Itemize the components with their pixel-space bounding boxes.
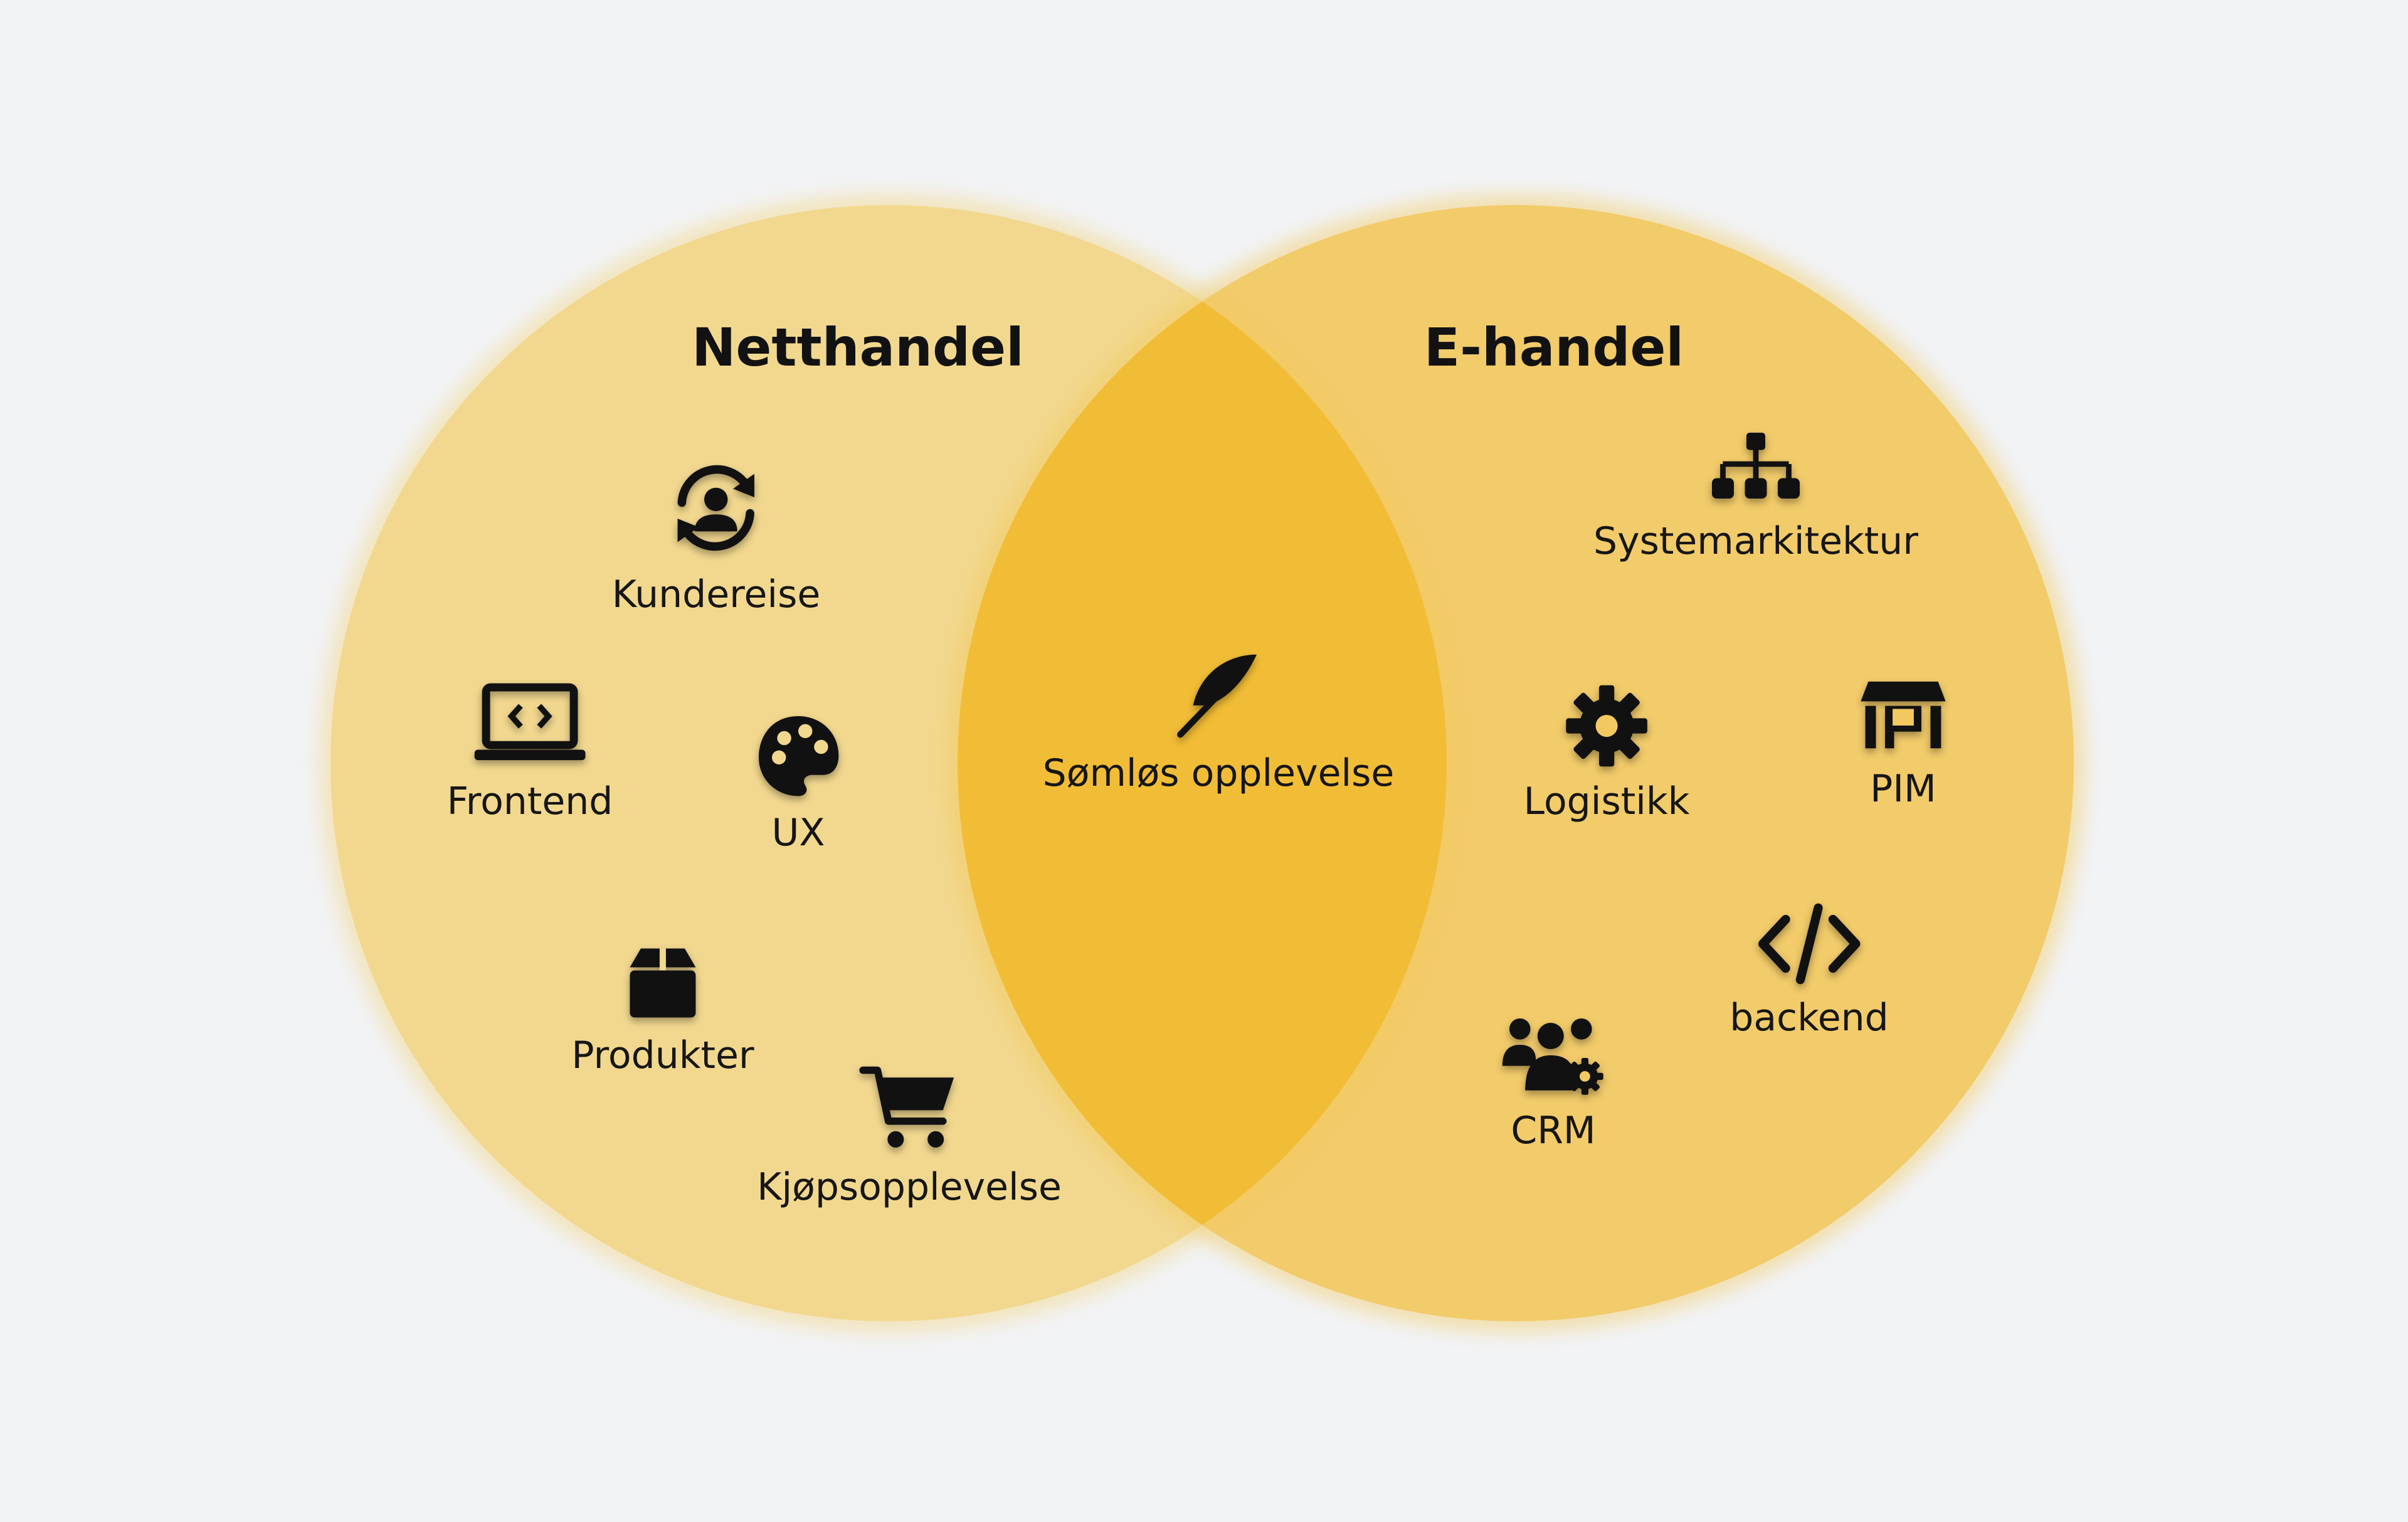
label-backend: backend	[1729, 996, 1889, 1040]
cart-icon	[859, 1066, 954, 1148]
label-ux: UX	[771, 811, 825, 855]
laptop-code-icon	[474, 683, 586, 761]
label-systemarkitektur: Systemarkitektur	[1593, 519, 1918, 563]
label-produkter: Produkter	[571, 1033, 754, 1077]
store-icon	[1861, 681, 1946, 749]
item-backend: backend	[1729, 903, 1889, 1040]
label-crm: CRM	[1511, 1109, 1596, 1153]
feather-icon	[1177, 654, 1257, 738]
label-logistikk: Logistikk	[1523, 779, 1690, 823]
users-gear-icon	[1502, 1018, 1603, 1095]
item-pim: PIM	[1858, 677, 1949, 811]
item-produkter: Produkter	[571, 944, 754, 1077]
label-kundereise: Kundereise	[611, 573, 821, 616]
item-logistikk: Logistikk	[1523, 684, 1690, 823]
item-ux: UX	[754, 712, 842, 855]
gear-icon	[1566, 685, 1647, 767]
item-kjopsopplevelse: Kjøpsopplevelse	[757, 1063, 1062, 1209]
box-icon	[630, 948, 696, 1018]
label-pim: PIM	[1870, 767, 1936, 811]
label-kjopsopplevelse: Kjøpsopplevelse	[757, 1165, 1062, 1209]
palette-icon	[759, 716, 839, 796]
item-frontend: Frontend	[447, 680, 613, 823]
item-crm: CRM	[1500, 1010, 1607, 1153]
label-somlos-opplevelse: Sømløs opplevelse	[1042, 751, 1395, 795]
netthandel-title: Netthandel	[692, 317, 1024, 378]
e-handel-title: E-handel	[1423, 317, 1684, 378]
label-frontend: Frontend	[446, 779, 613, 823]
item-systemarkitektur: Systemarkitektur	[1593, 430, 1918, 563]
person-sync-icon	[677, 465, 755, 551]
code-icon	[1758, 903, 1861, 985]
item-somlos-opplevelse: Sømløs opplevelse	[1042, 649, 1395, 795]
sitemap-icon	[1712, 433, 1800, 499]
item-kundereise: Kundereise	[611, 455, 821, 616]
